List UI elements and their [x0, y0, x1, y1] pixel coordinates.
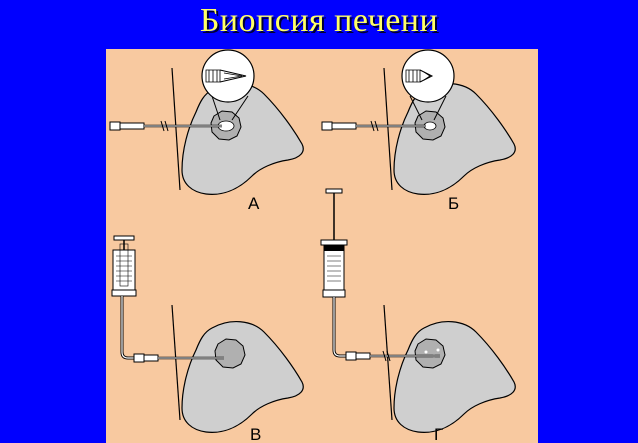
needle-icon	[321, 120, 426, 132]
panel-label-b: Б	[448, 194, 459, 213]
panel-label-c: В	[250, 425, 261, 443]
liver-icon	[181, 82, 304, 195]
abdominal-wall-line	[383, 67, 393, 191]
panel-d: Г	[320, 188, 516, 443]
panel-label-a: А	[248, 194, 260, 213]
slide-title: Биопсия печени	[199, 2, 439, 39]
panel-b: Б	[321, 49, 516, 213]
needle-icon	[109, 120, 222, 132]
panel-c: В	[111, 235, 304, 443]
needle-tip-magnifier-icon	[201, 49, 255, 121]
abdominal-wall-line	[171, 304, 181, 421]
panel-label-d: Г	[434, 425, 443, 443]
liver-icon	[181, 320, 304, 433]
tumor-icon	[414, 338, 446, 369]
syringe-icon	[111, 235, 137, 297]
abdominal-wall-line	[383, 304, 393, 421]
needle-icon	[120, 296, 224, 363]
liver-icon	[393, 320, 516, 433]
abdominal-wall-line	[171, 67, 181, 191]
needle-icon	[332, 297, 440, 362]
syringe-icon	[320, 188, 348, 298]
tumor-icon	[214, 338, 246, 369]
panel-a: А	[109, 49, 304, 213]
needle-tip-magnifier-icon	[401, 49, 455, 121]
